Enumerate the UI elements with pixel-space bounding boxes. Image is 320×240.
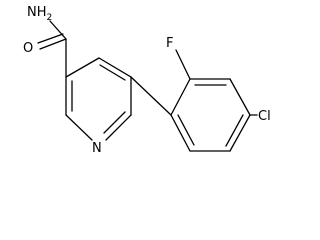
amide-nitrogen-label: NH2 xyxy=(27,5,52,23)
pyridine-ring xyxy=(65,57,132,141)
bond-p6-p1 xyxy=(170,114,191,152)
chlorine-label: Cl xyxy=(258,109,271,124)
bond-carbonyl-o-double xyxy=(37,33,64,44)
bond-c4-c5 xyxy=(98,57,132,78)
bond-c4-c5-double xyxy=(99,64,126,81)
bond-c6-n1-double xyxy=(103,111,126,134)
bond-p4-p5-double xyxy=(225,114,244,147)
fluorine-label: F xyxy=(166,36,173,51)
bond-c6-n1 xyxy=(105,114,132,141)
chemical-structure: NH2 O N F Cl xyxy=(23,5,271,154)
amide-group xyxy=(37,20,67,78)
bond-p1-p2 xyxy=(170,78,191,116)
bond-carbonyl-n xyxy=(49,20,67,40)
bond-biaryl xyxy=(130,76,172,116)
phenyl-ring xyxy=(170,78,251,152)
pyridine-nitrogen-label: N xyxy=(92,141,102,154)
bond-p6-p1-double xyxy=(177,114,195,146)
bond-carbonyl-o xyxy=(39,38,67,50)
bond-c3-c4 xyxy=(65,57,100,78)
bond-p3-p4 xyxy=(229,78,251,116)
amide-oxygen-label: O xyxy=(23,41,33,56)
bond-n1-c2 xyxy=(65,114,93,141)
bond-c-f xyxy=(175,49,191,80)
bond-p4-p5 xyxy=(229,114,251,152)
